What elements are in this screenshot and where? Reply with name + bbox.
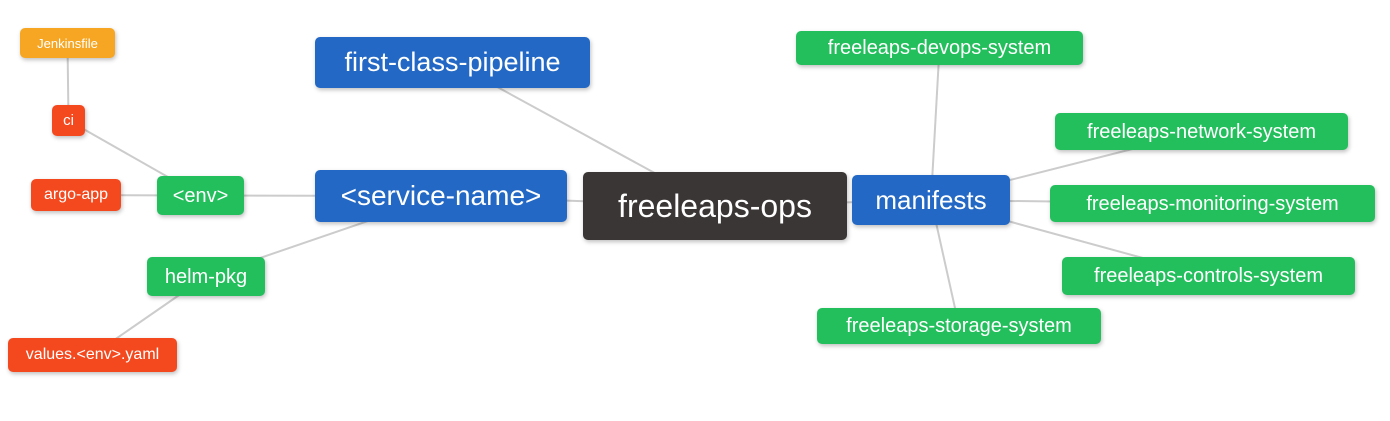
mindmap-node-freeleaps-devops-system[interactable]: freeleaps-devops-system: [796, 31, 1083, 65]
mindmap-node-freeleaps-network-system[interactable]: freeleaps-network-system: [1055, 113, 1348, 150]
mindmap-node-manifests[interactable]: manifests: [852, 175, 1010, 225]
mindmap-node-argo-app[interactable]: argo-app: [31, 179, 121, 211]
mindmap-node-freeleaps-controls-system[interactable]: freeleaps-controls-system: [1062, 257, 1355, 295]
mindmap-node-jenkinsfile[interactable]: Jenkinsfile: [20, 28, 115, 58]
mindmap-node-freeleaps-monitoring-system[interactable]: freeleaps-monitoring-system: [1050, 185, 1375, 222]
mindmap-node-first-class-pipeline[interactable]: first-class-pipeline: [315, 37, 590, 88]
mindmap-node-ci[interactable]: ci: [52, 105, 85, 136]
mindmap-node-freeleaps-ops[interactable]: freeleaps-ops: [583, 172, 847, 240]
mindmap-node-freeleaps-storage-system[interactable]: freeleaps-storage-system: [817, 308, 1101, 344]
mindmap-node-values-env-yaml[interactable]: values.<env>.yaml: [8, 338, 177, 372]
mindmap-node-service-name[interactable]: <service-name>: [315, 170, 567, 222]
mindmap-node-helm-pkg[interactable]: helm-pkg: [147, 257, 265, 296]
mindmap-node-env[interactable]: <env>: [157, 176, 244, 215]
edge-manifests-freeleaps-devops-system: [930, 47, 941, 201]
